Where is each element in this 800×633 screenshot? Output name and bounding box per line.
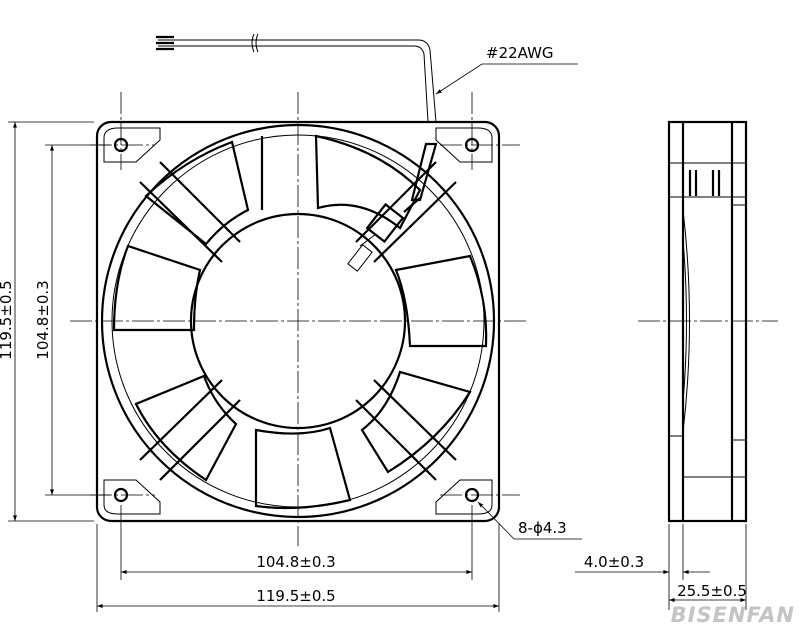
hole-callout-label: 8-ϕ4.3 bbox=[518, 519, 567, 537]
dimensions: 104.8±0.3 119.5±0.5 104.8±0.3 119.5±0.5 … bbox=[0, 44, 747, 612]
dim-frame-width: 119.5±0.5 bbox=[256, 587, 335, 605]
brand-watermark: BISENFAN bbox=[671, 603, 795, 627]
leader-hole-callout bbox=[477, 501, 582, 540]
leader-wire-gauge bbox=[435, 63, 578, 95]
fan-blades bbox=[112, 134, 488, 510]
dim-hole-pitch-v: 104.8±0.3 bbox=[34, 280, 52, 359]
wire-exit bbox=[347, 142, 438, 272]
dim-fan-depth: 25.5±0.5 bbox=[677, 582, 747, 600]
side-outline bbox=[667, 120, 748, 523]
dim-flange-thickness: 4.0±0.3 bbox=[584, 553, 644, 571]
front-view bbox=[70, 33, 528, 546]
dim-hole-pitch-h: 104.8±0.3 bbox=[256, 553, 335, 571]
dim-frame-height: 119.5±0.5 bbox=[0, 280, 15, 359]
center-lines bbox=[70, 92, 528, 546]
side-connector bbox=[688, 170, 721, 196]
side-view bbox=[638, 120, 778, 523]
mounting-flanges bbox=[103, 127, 493, 515]
wire-gauge-label: #22AWG bbox=[486, 44, 554, 62]
lead-wires bbox=[156, 33, 437, 123]
